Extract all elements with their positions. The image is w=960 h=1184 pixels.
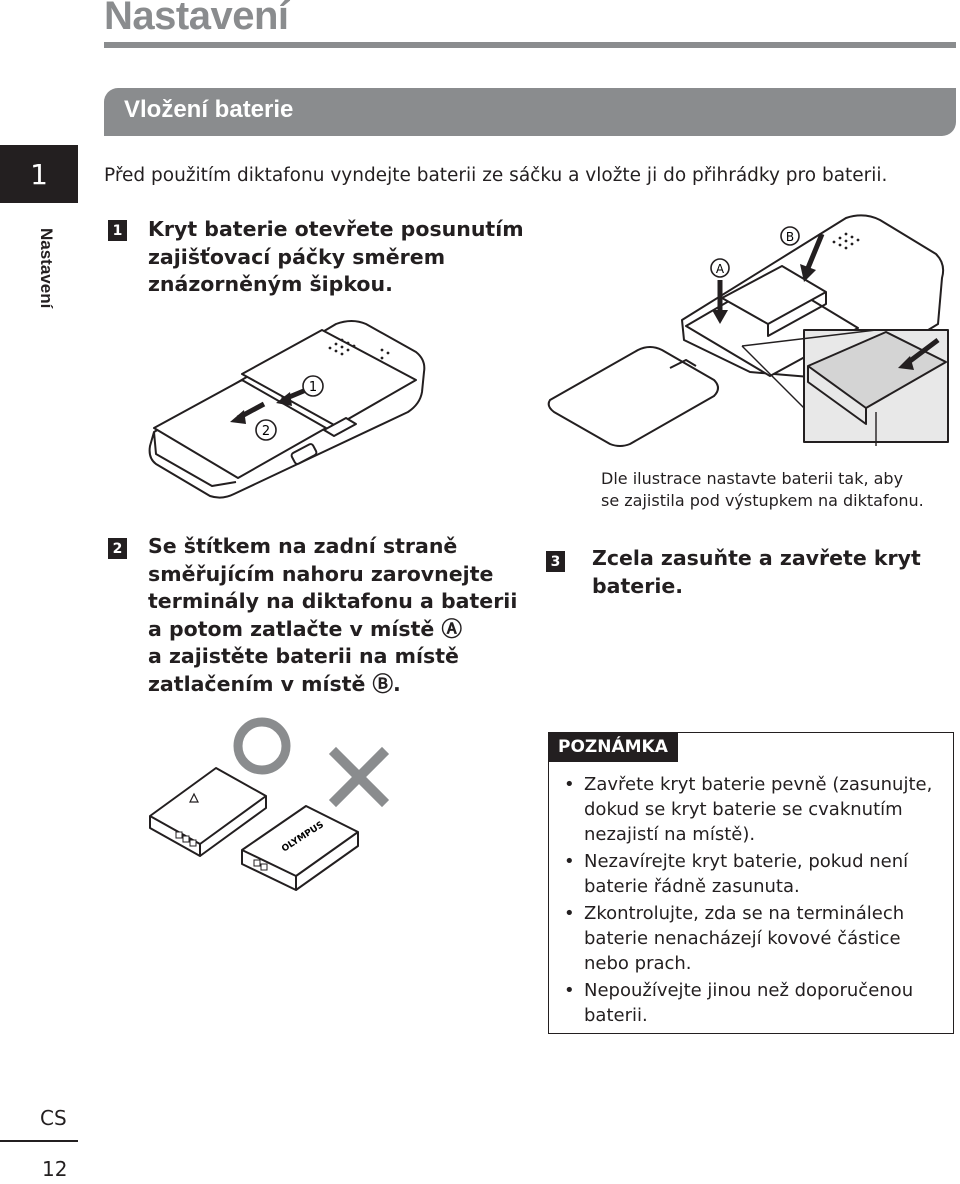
note-line: nezajistí na místě).	[584, 824, 756, 845]
circle-label-a: A	[716, 262, 725, 276]
note-box	[548, 732, 954, 1034]
step-3-line: Zcela zasuňte a zavřete kryt	[592, 546, 921, 570]
footer-rule	[0, 1140, 78, 1142]
circle-label-b: B	[786, 230, 794, 244]
step-1-number: 1	[112, 222, 123, 239]
step-3-number: 3	[550, 553, 561, 570]
caption-line: Dle ilustrace nastavte baterii tak, aby	[601, 469, 904, 488]
chapter-number-tab: 1	[0, 145, 78, 203]
note-line: baterie řádně zasunuta.	[584, 876, 800, 897]
note-line: dokud se kryt baterie se cvaknutím	[584, 799, 903, 820]
circle-label-2: 2	[262, 424, 270, 439]
step-1-line: zajišťovací páčky směrem	[148, 244, 446, 269]
note-line: nebo prach.	[584, 953, 692, 974]
step-2-line: a zajistěte baterii na místě	[148, 644, 459, 668]
page-number: 12	[42, 1157, 68, 1181]
step-1-text: Kryt baterie otevřete posunutím zajišťov…	[148, 216, 524, 299]
chapter-side-label: Nastavení	[37, 228, 56, 309]
page-title: Nastavení	[104, 0, 289, 38]
note-item: Nepoužívejte jinou než doporučenou bater…	[562, 978, 948, 1028]
wrong-mark-icon	[328, 746, 390, 808]
step-2-line: a potom zatlačte v místě Ⓐ	[148, 616, 462, 641]
note-item: Zavřete kryt baterie pevně (zasunujte, d…	[562, 772, 948, 847]
step-3-badge: 3	[546, 551, 565, 572]
intro-text: Před použitím diktafonu vyndejte baterii…	[104, 165, 888, 186]
correct-mark-icon	[233, 717, 291, 775]
figure-caption: Dle ilustrace nastavte baterii tak, aby …	[601, 468, 924, 512]
step-1-line: znázorněným šipkou.	[148, 272, 393, 296]
battery-insertion-illustration: A B	[547, 214, 949, 447]
recorder-cover-illustration: 1 2	[148, 320, 426, 499]
step-2-badge: 2	[108, 538, 127, 559]
language-code: CS	[40, 1106, 67, 1130]
section-bar	[104, 88, 956, 136]
step-2-line: Se štítkem na zadní straně	[148, 534, 458, 558]
circle-label-1: 1	[309, 380, 317, 395]
step-2-line: směřujícím nahoru zarovnejte	[148, 561, 494, 586]
step-1-line: Kryt baterie otevřete posunutím	[148, 217, 524, 241]
note-item: Zkontrolujte, zda se na terminálech bate…	[562, 901, 948, 976]
step-3-line: baterie.	[592, 573, 684, 598]
battery-orientation-illustration: OLYMPUS	[149, 717, 390, 891]
note-list: Zavřete kryt baterie pevně (zasunujte, d…	[562, 772, 948, 1030]
step-2-number: 2	[112, 540, 123, 557]
header-rule	[104, 42, 956, 48]
caption-line: se zajistila pod výstupkem na diktafonu.	[601, 491, 924, 510]
note-line: baterii.	[584, 1005, 648, 1026]
step-2-line: terminály na diktafonu a baterii	[148, 589, 518, 613]
section-title: Vložení baterie	[124, 96, 294, 123]
note-line: Nepoužívejte jinou než doporučenou	[584, 980, 914, 1001]
chapter-number: 1	[30, 157, 48, 191]
note-line: baterie nenacházejí kovové částice	[584, 928, 901, 949]
note-line: Zavřete kryt baterie pevně (zasunujte,	[584, 774, 933, 795]
step-2-line: zatlačením v místě Ⓑ.	[148, 671, 401, 696]
step-2-text: Se štítkem na zadní straně směřujícím na…	[148, 533, 517, 698]
note-line: Zkontrolujte, zda se na terminálech	[584, 903, 905, 924]
step-3-text: Zcela zasuňte a zavřete kryt baterie.	[592, 545, 921, 600]
note-line: Nezavírejte kryt baterie, pokud není	[584, 851, 909, 872]
step-1-badge: 1	[108, 220, 127, 241]
note-item: Nezavírejte kryt baterie, pokud není bat…	[562, 849, 948, 899]
note-title: POZNÁMKA	[548, 732, 678, 762]
